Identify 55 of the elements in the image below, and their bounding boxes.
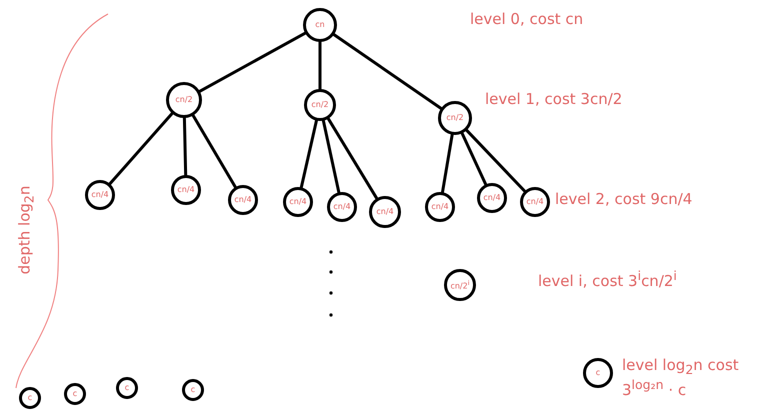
tree-node [228, 185, 258, 215]
node-label: cn/4 [431, 203, 449, 211]
node-label: cn/4 [376, 208, 394, 216]
tree-node [583, 358, 613, 388]
tree-node [520, 187, 550, 217]
tree-edge [332, 33, 442, 110]
node-label: cn/4 [234, 196, 252, 204]
node-label: cn/4 [91, 191, 109, 199]
node-label: c [190, 386, 196, 394]
tree-node [171, 175, 201, 205]
tree-edge [465, 128, 526, 193]
node-label: c [124, 384, 130, 392]
level-cost-label: level log$_{2}$n cost 3$^{log₂n}$ · c [622, 356, 740, 399]
node-label: cn/4 [177, 186, 195, 194]
node-label: c [28, 394, 32, 402]
tree-node [116, 377, 138, 399]
tree-node [283, 187, 313, 217]
node-label: cn/4 [333, 203, 351, 211]
tree-edge [322, 119, 340, 194]
tree-edge [441, 133, 454, 194]
tree-node [303, 8, 337, 42]
node-label: cn/2$^{i}$ [450, 280, 470, 290]
node-label: cn/2 [175, 96, 193, 104]
tree-edge [192, 114, 237, 189]
tree-node [369, 196, 401, 228]
tree-node [166, 82, 202, 118]
tree-node [85, 180, 115, 210]
node-label: cn/2 [311, 101, 329, 109]
node-label: cn/4 [289, 198, 307, 206]
node-label: cn/2 [446, 114, 464, 122]
tree-node [438, 101, 472, 135]
tree-edge [198, 32, 307, 93]
level-cost-label: level 1, cost 3cn/2 [485, 90, 622, 108]
tree-edge [460, 132, 488, 186]
node-label: c [596, 369, 600, 377]
tree-node [444, 269, 476, 301]
level-cost-label: level 2, cost 9cn/4 [555, 190, 692, 208]
tree-edge [326, 117, 378, 200]
level-cost-label: level 0, cost cn [470, 10, 584, 28]
tree-node [304, 89, 336, 121]
tree-node [327, 192, 357, 222]
tree-node [425, 192, 455, 222]
tree-node [64, 383, 86, 405]
level-cost-label: level i, cost 3$^{i}$cn/2$^{i}$ [538, 268, 677, 290]
tree-node [182, 379, 204, 401]
tree-edge [182, 116, 188, 176]
tree-edge [300, 119, 318, 189]
node-label: c [72, 390, 78, 398]
tree-node [477, 183, 507, 213]
node-label: cn [315, 21, 325, 29]
tree-edge [318, 40, 322, 90]
node-label: cn/4 [483, 194, 501, 202]
node-label: cn/4 [526, 198, 544, 206]
tree-node [19, 387, 41, 409]
tree-edge [108, 112, 174, 186]
